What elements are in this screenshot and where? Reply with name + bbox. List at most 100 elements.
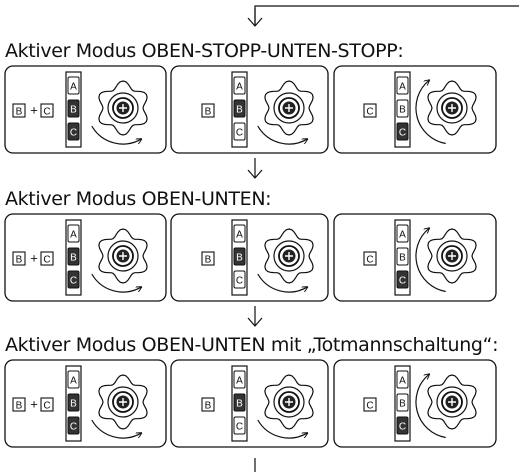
knob-cross	[448, 104, 456, 112]
key-b-label: B	[70, 399, 77, 410]
selected-key-b-label: B	[16, 107, 23, 118]
rotation-arrow-cw	[257, 419, 307, 439]
key-b-label: B	[236, 105, 243, 116]
key-a	[396, 370, 409, 389]
selected-key-c	[363, 103, 377, 118]
key-b	[396, 247, 409, 266]
key-b	[67, 393, 80, 412]
selected-key-c-label: C	[366, 255, 373, 266]
key-a	[396, 76, 409, 95]
selected-key-b-label: B	[205, 107, 212, 118]
key-a-label: A	[70, 376, 77, 387]
key-c-label: C	[399, 276, 406, 287]
key-a-label: A	[70, 230, 77, 241]
key-b	[233, 247, 246, 266]
section-heading-stop-mode: Aktiver Modus OBEN-STOPP-UNTEN-STOPP:	[5, 40, 404, 62]
loop-line	[254, 5, 519, 24]
key-a	[233, 76, 246, 95]
rotation-arrow-cw	[91, 273, 141, 293]
selected-key-c-label: C	[366, 401, 373, 412]
key-c	[67, 122, 80, 141]
key-c-label: C	[399, 128, 406, 139]
selected-key-c	[40, 397, 54, 412]
key-c	[396, 122, 409, 141]
key-b-label: B	[70, 105, 77, 116]
key-a	[67, 370, 80, 389]
key-b-label: B	[70, 253, 77, 264]
key-a-label: A	[236, 376, 243, 387]
selected-key-c	[40, 103, 54, 118]
rotation-arrow-ccw	[415, 80, 446, 145]
rotation-arrow-ccw	[415, 228, 446, 293]
key-b-label: B	[236, 253, 243, 264]
key-c-label: C	[70, 276, 77, 287]
key-c	[233, 416, 246, 435]
rotation-arrow-cw	[91, 125, 141, 145]
section-heading-deadman-mode: Aktiver Modus OBEN-UNTEN mit „Totmannsch…	[5, 334, 499, 356]
key-c-label: C	[236, 276, 243, 287]
key-a-label: A	[399, 230, 406, 241]
knob-cross	[119, 104, 127, 112]
key-b	[396, 99, 409, 118]
combine-symbol: +	[30, 251, 38, 266]
selected-key-b-label: B	[205, 255, 212, 266]
selected-key-b-label: B	[205, 401, 212, 412]
rotation-arrow-ccw	[415, 374, 446, 439]
flow-arrow-head	[247, 317, 263, 327]
key-a	[67, 76, 80, 95]
knob-cross	[285, 104, 293, 112]
key-c-label: C	[236, 422, 243, 433]
combine-symbol: +	[30, 397, 38, 412]
key-b-label: B	[399, 399, 406, 410]
selected-key-b	[12, 251, 26, 266]
key-c	[233, 122, 246, 141]
key-b	[233, 99, 246, 118]
key-a	[233, 370, 246, 389]
key-b-label: B	[399, 105, 406, 116]
selected-key-b	[201, 103, 215, 118]
knob-cross	[119, 398, 127, 406]
selected-key-b-label: B	[16, 401, 23, 412]
key-b	[396, 393, 409, 412]
key-a	[396, 224, 409, 243]
knob-cross	[285, 252, 293, 260]
mode-panel: A B C C	[333, 213, 497, 302]
rotation-arrow-cw	[257, 125, 307, 145]
key-c	[67, 270, 80, 289]
selected-key-b	[12, 103, 26, 118]
key-c-label: C	[70, 422, 77, 433]
knob-cross	[285, 398, 293, 406]
key-b-label: B	[399, 253, 406, 264]
selected-key-c-label: C	[366, 107, 373, 118]
knob-cross	[119, 252, 127, 260]
rotation-arrow-cw	[91, 419, 141, 439]
key-c-label: C	[399, 422, 406, 433]
key-a-label: A	[70, 82, 77, 93]
key-c-label: C	[70, 128, 77, 139]
selected-key-b	[201, 251, 215, 266]
selected-key-b-label: B	[16, 255, 23, 266]
flow-arrow-head	[247, 17, 263, 27]
mode-panel: A B C B	[170, 65, 329, 154]
key-c-label: C	[236, 128, 243, 139]
rotation-arrow-cw	[257, 273, 307, 293]
key-c	[233, 270, 246, 289]
selected-key-b	[201, 397, 215, 412]
key-b	[67, 247, 80, 266]
section-heading-up-down-mode: Aktiver Modus OBEN-UNTEN:	[5, 188, 272, 210]
key-a	[233, 224, 246, 243]
key-a-label: A	[236, 82, 243, 93]
key-c	[67, 416, 80, 435]
selected-key-c	[363, 251, 377, 266]
flow-arrow-head	[247, 169, 263, 179]
key-a	[67, 224, 80, 243]
selected-key-c	[40, 251, 54, 266]
